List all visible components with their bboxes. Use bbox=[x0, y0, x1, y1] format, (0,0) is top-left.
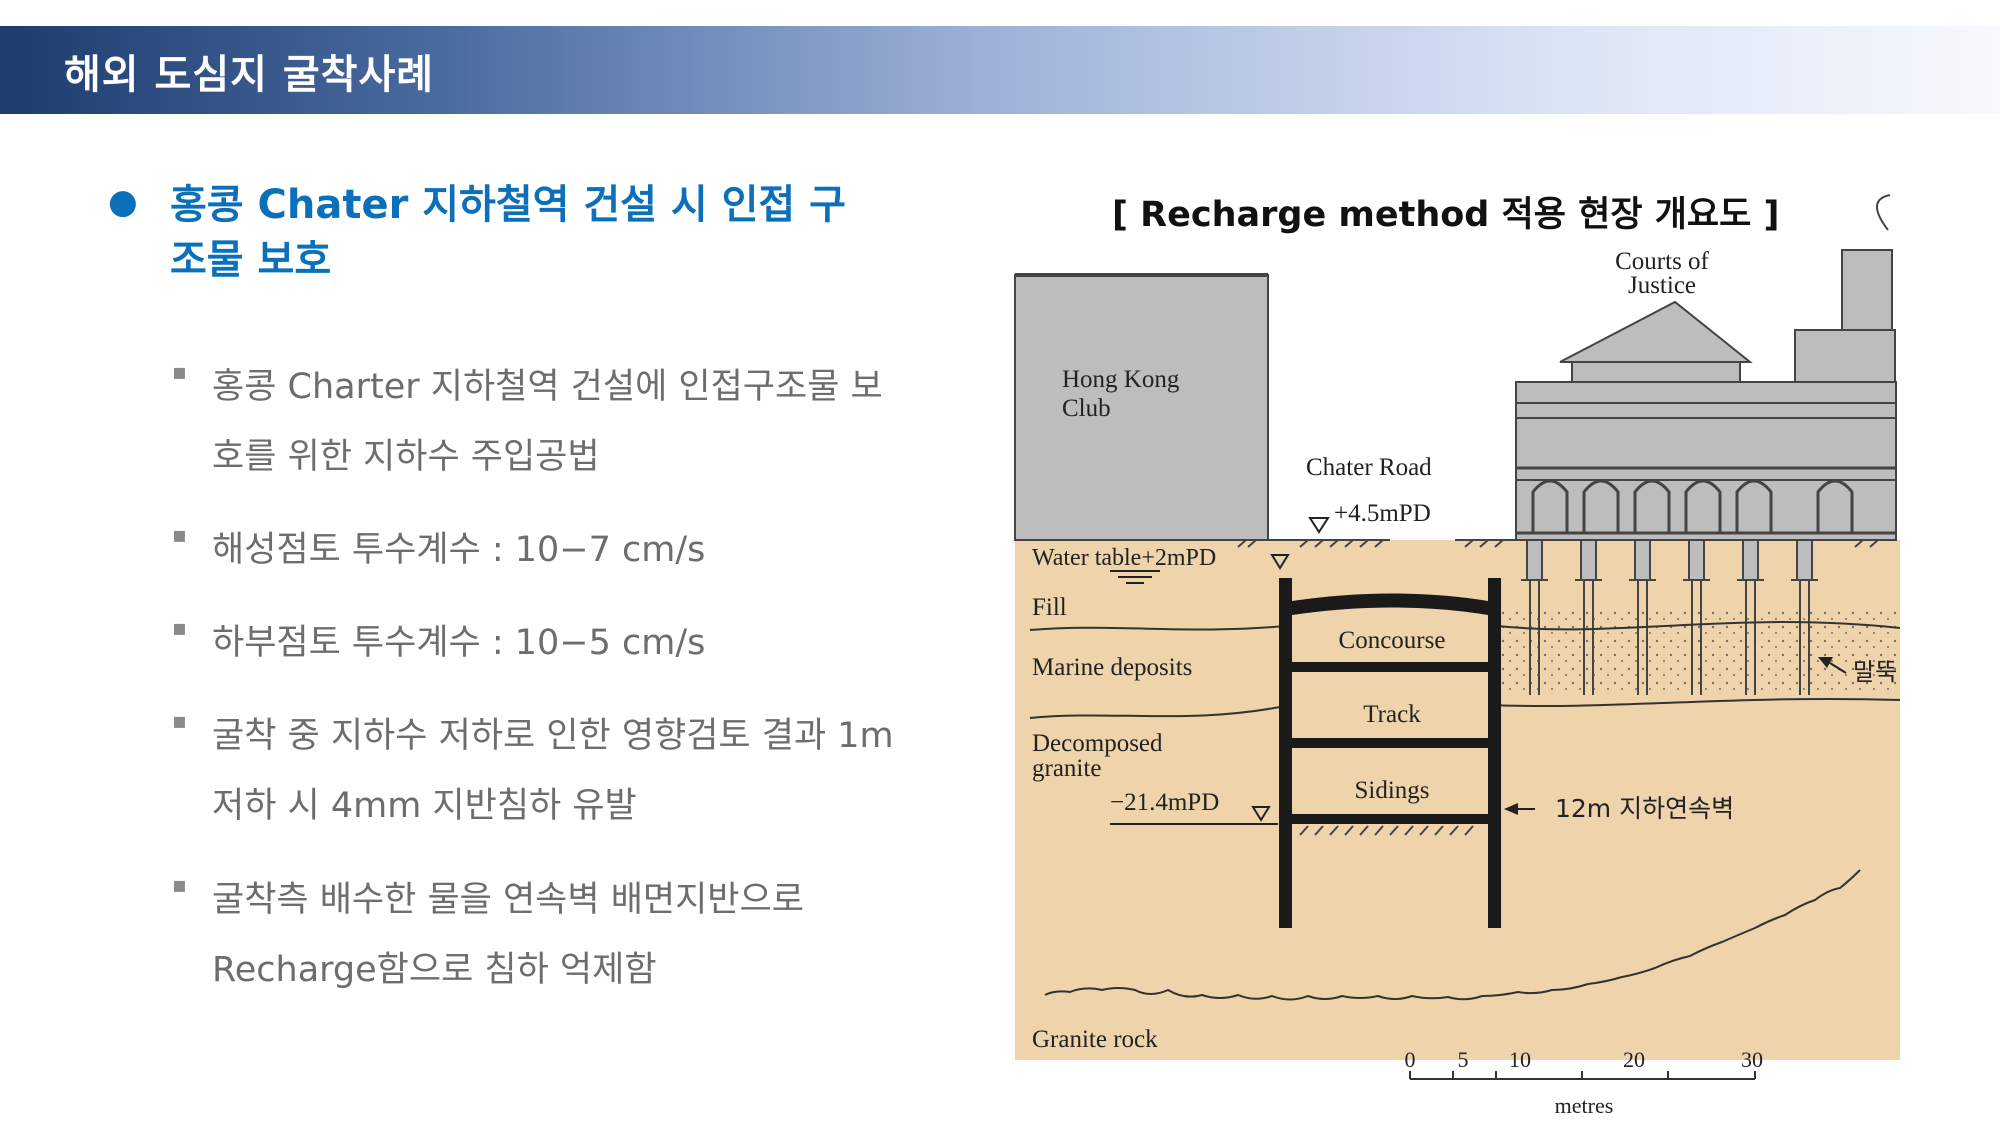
track-slab bbox=[1292, 738, 1488, 748]
main-heading-text: 홍콩 Chater 지하철역 건설 시 인접 구조물 보호 bbox=[170, 182, 846, 283]
diaphragm-wall-left bbox=[1279, 578, 1292, 928]
concourse-slab bbox=[1292, 662, 1488, 672]
list-item-text: 굴착 중 지하수 저하로 인한 영향검토 결과 1m 저하 시 4mm 지반침하… bbox=[212, 716, 894, 826]
square-bullet-icon: ▪ bbox=[172, 523, 187, 548]
list-item-text: 굴착측 배수한 물을 연속벽 배면지반으로 Recharge함으로 침하 억제함 bbox=[212, 880, 804, 990]
concourse-label: Concourse bbox=[1339, 627, 1446, 654]
water-table-marker-icon bbox=[1270, 554, 1290, 570]
list-item-text: 하부점토 투수계수 : 10−5 cm/s bbox=[212, 623, 706, 663]
list-item-text: 해성점토 투수계수 : 10−7 cm/s bbox=[212, 530, 706, 570]
courts-of-justice-label: Justice bbox=[1628, 272, 1696, 299]
base-level-label: −21.4mPD bbox=[1110, 789, 1219, 816]
scale-unit-label: metres bbox=[1555, 1093, 1614, 1118]
water-table-label: Water table+2mPD bbox=[1032, 545, 1216, 571]
hong-kong-club-building bbox=[1014, 274, 1269, 541]
recharge-method-diagram: 0 5 10 20 30 metres Hong Kong Club Court… bbox=[1014, 194, 1901, 1118]
square-bullet-icon: ▪ bbox=[172, 360, 187, 385]
sidings-label: Sidings bbox=[1354, 777, 1429, 804]
decomposed-granite-label: granite bbox=[1032, 755, 1101, 782]
scale-bar bbox=[1409, 1071, 1756, 1080]
marine-boundary bbox=[1029, 705, 1286, 719]
fill-boundary bbox=[1029, 625, 1286, 631]
granite-rock-label: Granite rock bbox=[1032, 1026, 1158, 1053]
road-level-label: +4.5mPD bbox=[1334, 500, 1431, 527]
scale-tick-label: 10 bbox=[1509, 1047, 1531, 1072]
decomposed-granite-label: Decomposed bbox=[1032, 730, 1163, 757]
marine-deposits-label: Marine deposits bbox=[1032, 654, 1192, 681]
hong-kong-club-label: Hong Kong bbox=[1062, 366, 1180, 393]
scale-tick-label: 20 bbox=[1623, 1047, 1645, 1072]
sidings-slab bbox=[1292, 814, 1488, 824]
track-label: Track bbox=[1363, 701, 1421, 728]
diaphragm-wall-label: 12m 지하연속벽 bbox=[1555, 794, 1734, 823]
list-item-text: 홍콩 Charter 지하철역 건설에 인접구조물 보호를 위한 지하수 주입공… bbox=[212, 367, 883, 477]
header-bar bbox=[0, 26, 2000, 114]
bullet-icon: ● bbox=[108, 182, 138, 222]
figure-caption: [ Recharge method 적용 현장 개요도 ] bbox=[1112, 195, 1780, 235]
square-bullet-icon: ▪ bbox=[172, 709, 187, 734]
base-level-marker-icon bbox=[1251, 806, 1271, 822]
fill-label: Fill bbox=[1032, 594, 1067, 621]
square-bullet-icon: ▪ bbox=[172, 616, 187, 641]
pile-label: 말뚝 bbox=[1853, 658, 1897, 686]
scale-tick-label: 0 bbox=[1405, 1047, 1416, 1072]
foundation-piles bbox=[1521, 539, 1818, 695]
granite-rock-boundary bbox=[1044, 869, 1861, 1001]
hong-kong-club-label: Club bbox=[1062, 395, 1111, 422]
page-title: 해외 도심지 굴착사례 bbox=[64, 52, 435, 98]
station-roof-slab bbox=[1292, 593, 1488, 615]
scale-tick-label: 5 bbox=[1458, 1047, 1469, 1072]
pile-arrow-icon bbox=[1829, 662, 1847, 674]
courts-of-justice-building bbox=[1515, 194, 1897, 541]
chater-road-label: Chater Road bbox=[1306, 454, 1432, 481]
diaphragm-wall-right bbox=[1488, 578, 1501, 928]
courts-of-justice-label: Courts of bbox=[1615, 248, 1709, 275]
scale-tick-label: 30 bbox=[1741, 1047, 1763, 1072]
base-hatch bbox=[1299, 825, 1474, 836]
square-bullet-icon: ▪ bbox=[172, 873, 187, 898]
ground-surface-hatch bbox=[1237, 539, 1879, 548]
road-level-marker-icon bbox=[1308, 517, 1330, 534]
